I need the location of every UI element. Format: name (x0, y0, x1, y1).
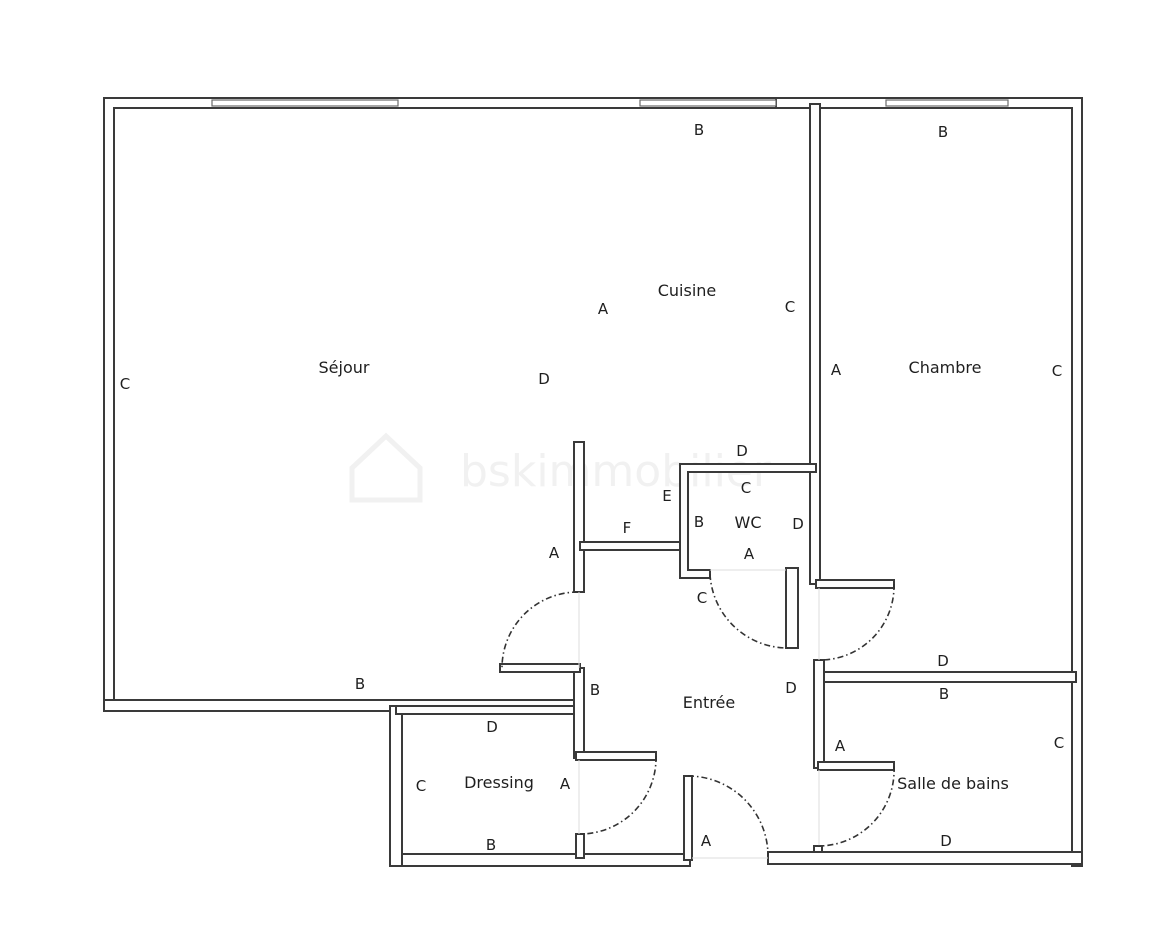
wall-bottom-right (767, 851, 1083, 865)
wall-letter: C (416, 777, 426, 795)
wall-dressing-stub (575, 751, 657, 761)
wall-letter: D (785, 679, 797, 697)
wall-letter: B (590, 681, 600, 699)
room-label-chambre: Chambre (909, 358, 982, 377)
wall-letters: B A C C D A B B A C D D C B D A C E F B … (120, 121, 1064, 854)
wall-letter: C (741, 479, 751, 497)
wall-sejour-door-stub (499, 663, 581, 673)
wall-letter: B (938, 123, 948, 141)
wall-bottom-left (389, 853, 691, 867)
door-swing-dressing (579, 755, 657, 835)
wall-letter: A (835, 737, 846, 755)
walls (103, 97, 1083, 867)
wall-letter: D (792, 515, 804, 533)
wall-letter: A (744, 545, 755, 563)
wall-sejour-hall (573, 441, 585, 593)
wall-letter: C (1054, 734, 1064, 752)
room-label-salle-de-bains: Salle de bains (897, 774, 1009, 793)
room-label-cuisine: Cuisine (658, 281, 717, 300)
wall-dressing-top (395, 705, 583, 715)
wall-cuisine-chambre (809, 103, 821, 585)
door-swing-sdb (817, 765, 895, 847)
wall-letter: B (694, 121, 704, 139)
door-swing-wc (709, 573, 789, 649)
wall-top-right (775, 97, 1083, 867)
wall-letter: F (623, 519, 632, 537)
room-label-wc: WC (735, 513, 762, 532)
window-cuisine (639, 99, 777, 107)
wall-letter: D (940, 832, 952, 850)
wall-letter: C (1052, 362, 1062, 380)
wall-entry-jamb (683, 775, 693, 861)
wall-hall-f (579, 541, 685, 551)
wall-letter: B (486, 836, 496, 854)
wall-letter: A (549, 544, 560, 562)
wall-letter: A (701, 832, 712, 850)
wall-letter: C (697, 589, 707, 607)
door-swings (501, 573, 895, 857)
room-labels: Séjour Cuisine Chambre WC Entrée Dressin… (319, 281, 1009, 793)
wall-dressing-bottom-stub (575, 833, 585, 859)
room-label-dressing: Dressing (464, 773, 534, 792)
windows (211, 99, 1009, 107)
wall-letter: D (538, 370, 550, 388)
wall-letter: B (694, 513, 704, 531)
wall-top-left (103, 97, 813, 701)
wall-letter: A (598, 300, 609, 318)
wall-sdb-stub (817, 761, 895, 771)
openings (578, 569, 820, 859)
wall-letter: A (831, 361, 842, 379)
window-chambre (885, 99, 1009, 107)
wall-wc (679, 463, 817, 579)
window-sejour-left (211, 99, 399, 107)
house-logo-icon (349, 432, 423, 503)
wall-letter: E (662, 487, 671, 505)
wall-wc-right-stub (785, 567, 799, 649)
door-swing-entry (687, 775, 769, 857)
wall-dressing-left (389, 705, 403, 867)
room-label-sejour: Séjour (319, 358, 370, 377)
wall-letter: D (937, 652, 949, 670)
door-swing-chambre (819, 583, 895, 661)
wall-letter: B (939, 685, 949, 703)
wall-letter: C (785, 298, 795, 316)
wall-letter: A (560, 775, 571, 793)
door-swing-sejour (501, 591, 579, 669)
wall-letter: D (736, 442, 748, 460)
wall-chambre-stub (815, 579, 895, 589)
wall-letter: C (120, 375, 130, 393)
wall-entree-right (813, 659, 825, 769)
wall-letter: D (486, 718, 498, 736)
room-label-entree: Entrée (683, 693, 735, 712)
wall-letter: B (355, 675, 365, 693)
wall-dressing-entree (573, 667, 585, 759)
wall-chambre-sdb (815, 671, 1077, 683)
